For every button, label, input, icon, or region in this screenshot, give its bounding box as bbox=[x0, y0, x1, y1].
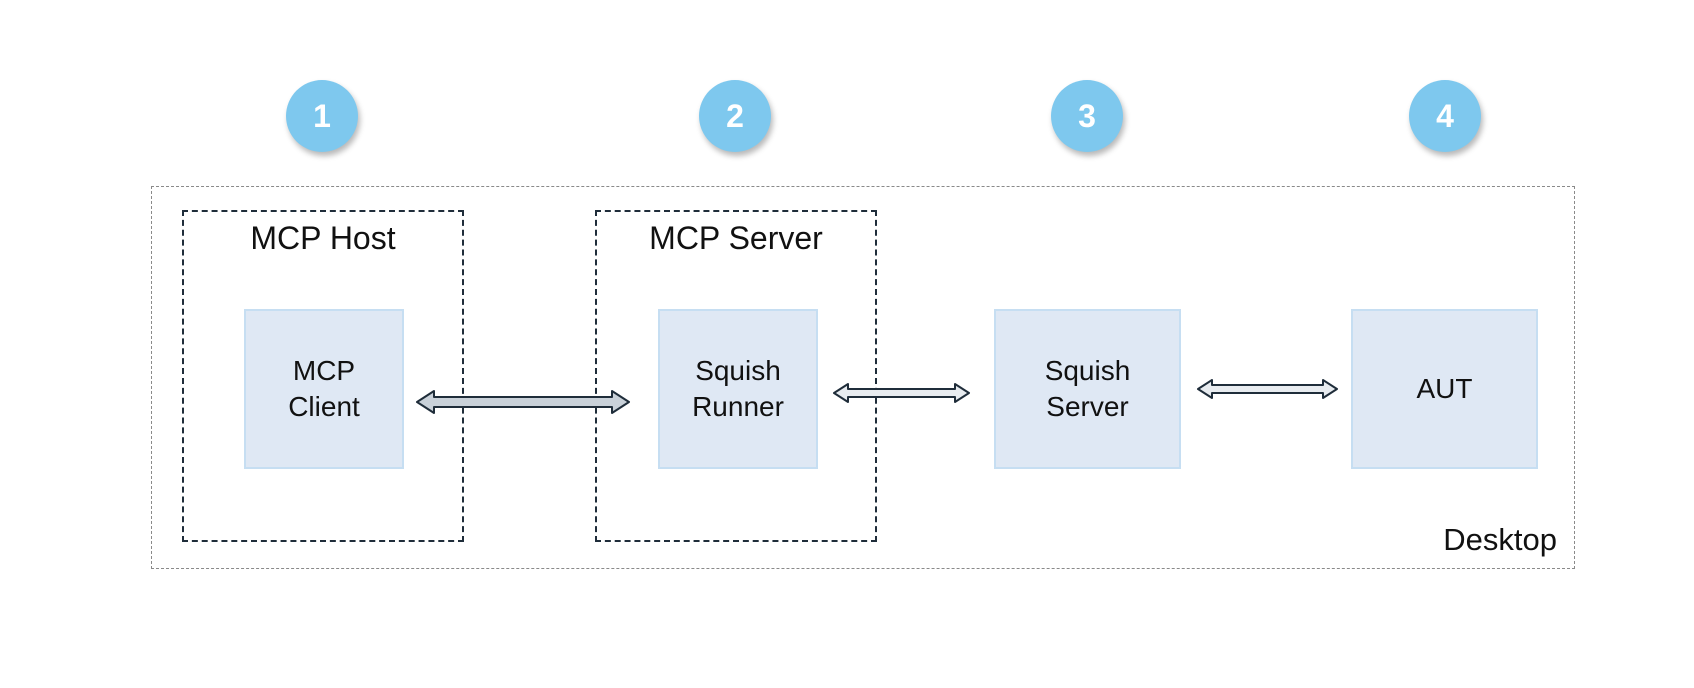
step-badge-2: 2 bbox=[699, 80, 771, 152]
step-badge-1: 1 bbox=[286, 80, 358, 152]
aut-node: AUT bbox=[1351, 309, 1538, 469]
mcp-client-node: MCP Client bbox=[244, 309, 404, 469]
desktop-label: Desktop bbox=[1443, 522, 1557, 557]
step-badge-3: 3 bbox=[1051, 80, 1123, 152]
mcp-client-label: MCP Client bbox=[288, 355, 360, 422]
aut-label: AUT bbox=[1416, 373, 1473, 404]
desktop-boundary: Desktop bbox=[151, 186, 1575, 569]
mcp-host-title: MCP Host bbox=[250, 220, 396, 256]
squish-runner-node: Squish Runner bbox=[658, 309, 818, 469]
mcp-server-title: MCP Server bbox=[649, 220, 823, 256]
squish-server-node: Squish Server bbox=[994, 309, 1181, 469]
squish-server-label: Squish Server bbox=[1044, 355, 1131, 422]
mcp-server-group: MCP Server bbox=[595, 210, 877, 542]
step-badge-4: 4 bbox=[1409, 80, 1481, 152]
squish-runner-label: Squish Runner bbox=[692, 355, 784, 422]
mcp-host-group: MCP Host bbox=[182, 210, 464, 542]
